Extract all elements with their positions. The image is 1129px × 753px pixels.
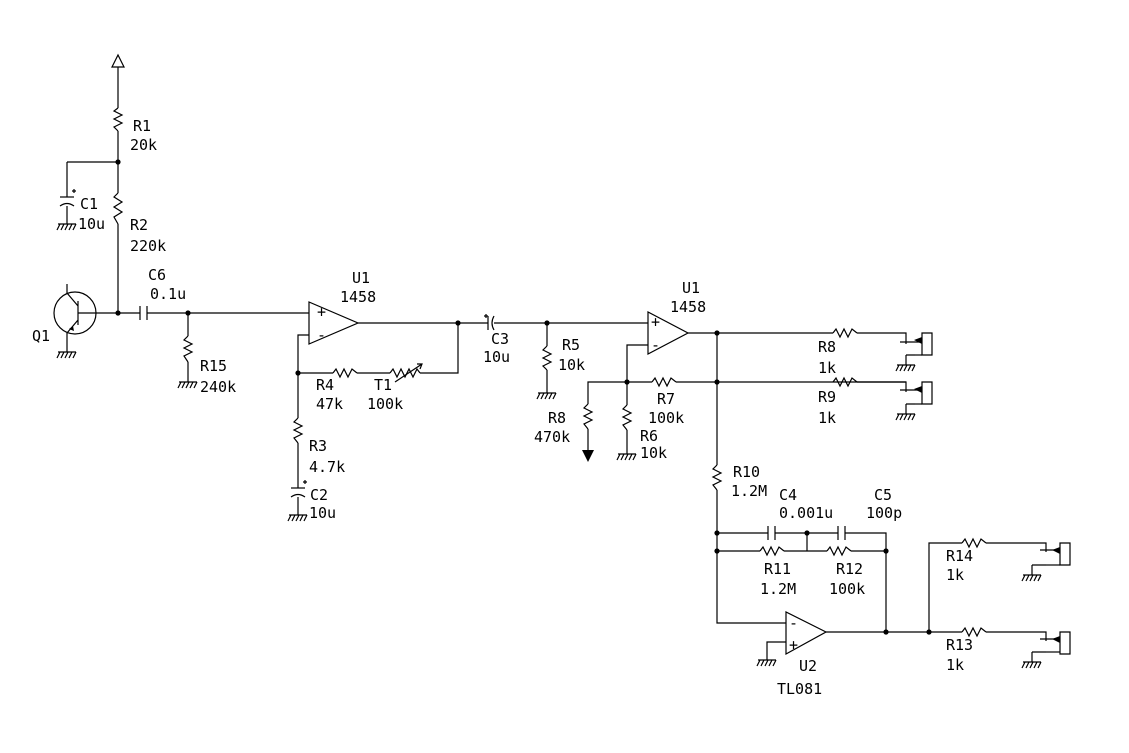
u2-value: TL081 xyxy=(777,680,822,698)
capacitor-c4 xyxy=(767,526,776,540)
output-jack-2-icon xyxy=(914,381,933,405)
r4-ref: R4 xyxy=(316,376,334,394)
resistor-r2 xyxy=(112,192,124,225)
r6-value: 10k xyxy=(640,444,667,462)
wires xyxy=(66,67,1060,662)
r4-value: 47k xyxy=(316,395,343,413)
output-jack-3-icon xyxy=(1046,542,1071,566)
r8-1k-value: 1k xyxy=(818,359,836,377)
capacitor-c1 xyxy=(59,189,76,207)
capacitor-c3 xyxy=(484,314,495,331)
r3-ref: R3 xyxy=(309,437,327,455)
c2-ref: C2 xyxy=(310,486,328,504)
supply-arrow-icon xyxy=(111,53,125,68)
r12-value: 100k xyxy=(829,580,865,598)
resistor-r12 xyxy=(826,545,852,557)
r10-ref: R10 xyxy=(733,463,760,481)
opamp-u1a xyxy=(308,301,360,345)
u1a-plus-pin: + xyxy=(317,303,326,321)
u1a-value: 1458 xyxy=(340,288,376,306)
junction-dots xyxy=(115,159,932,635)
resistor-r4 xyxy=(332,367,358,379)
capacitor-c6 xyxy=(139,306,148,320)
c4-ref: C4 xyxy=(779,486,797,504)
c5-value: 100p xyxy=(866,504,902,522)
r8-470k-value: 470k xyxy=(534,428,570,446)
c1-ref: C1 xyxy=(80,195,98,213)
c3-value: 10u xyxy=(483,348,510,366)
u1b-value: 1458 xyxy=(670,298,706,316)
r11-ref: R11 xyxy=(764,560,791,578)
output-jack-1-icon xyxy=(914,332,933,356)
r1-ref: R1 xyxy=(133,117,151,135)
t1-value: 100k xyxy=(367,395,403,413)
capacitor-c2 xyxy=(290,480,307,498)
resistor-r11 xyxy=(759,545,785,557)
c2-value: 10u xyxy=(309,504,336,522)
r9-ref: R9 xyxy=(818,388,836,406)
r3-value: 4.7k xyxy=(309,458,345,476)
resistor-r10 xyxy=(711,464,723,491)
trimmer-t1 xyxy=(389,363,423,383)
r14-value: 1k xyxy=(946,566,964,584)
u2-ref: U2 xyxy=(799,657,817,675)
u1b-ref: U1 xyxy=(682,279,700,297)
resistor-r13 xyxy=(961,626,987,638)
r15-ref: R15 xyxy=(200,357,227,375)
r9-value: 1k xyxy=(818,409,836,427)
q1-ref: Q1 xyxy=(32,327,50,345)
resistor-r15 xyxy=(182,335,194,363)
r7-ref: R7 xyxy=(657,390,675,408)
c6-ref: C6 xyxy=(148,266,166,284)
u1a-minus-pin: - xyxy=(317,326,326,344)
r8-470k-ref: R8 xyxy=(548,409,566,427)
r12-ref: R12 xyxy=(836,560,863,578)
resistor-r7 xyxy=(651,376,677,388)
resistor-r5 xyxy=(541,345,553,371)
u1a-ref: U1 xyxy=(352,269,370,287)
c1-value: 10u xyxy=(78,215,105,233)
r7-value: 100k xyxy=(648,409,684,427)
r13-ref: R13 xyxy=(946,636,973,654)
r15-value: 240k xyxy=(200,378,236,396)
r2-value: 220k xyxy=(130,237,166,255)
resistor-r1 xyxy=(112,107,124,132)
r6-ref: R6 xyxy=(640,427,658,445)
ground-symbols xyxy=(56,223,1042,669)
resistor-r14 xyxy=(961,537,987,549)
u2-plus-pin: + xyxy=(789,636,798,654)
opamp-u1b xyxy=(647,311,690,355)
r5-value: 10k xyxy=(558,356,585,374)
resistor-r8-1k xyxy=(832,327,858,339)
resistor-r9 xyxy=(832,376,858,388)
output-jack-4-icon xyxy=(1046,631,1071,655)
r14-ref: R14 xyxy=(946,547,973,565)
r10-value: 1.2M xyxy=(731,482,767,500)
r11-value: 1.2M xyxy=(760,580,796,598)
resistor-r6 xyxy=(621,404,633,431)
transistor-q1 xyxy=(53,291,97,335)
c4-value: 0.001u xyxy=(779,504,833,522)
u2-minus-pin: - xyxy=(789,614,798,632)
opamp-u2 xyxy=(785,611,828,656)
t1-ref: T1 xyxy=(374,376,392,394)
r13-value: 1k xyxy=(946,656,964,674)
resistor-r8-470k xyxy=(582,403,594,430)
c3-ref: C3 xyxy=(491,330,509,348)
capacitor-c5 xyxy=(837,526,846,540)
r2-ref: R2 xyxy=(130,216,148,234)
u1b-minus-pin: - xyxy=(651,336,660,354)
r5-ref: R5 xyxy=(562,336,580,354)
r8-1k-ref: R8 xyxy=(818,338,836,356)
r1-value: 20k xyxy=(130,136,157,154)
c6-value: 0.1u xyxy=(150,285,186,303)
u1b-plus-pin: + xyxy=(651,313,660,331)
resistor-r3 xyxy=(292,417,304,444)
c5-ref: C5 xyxy=(874,486,892,504)
